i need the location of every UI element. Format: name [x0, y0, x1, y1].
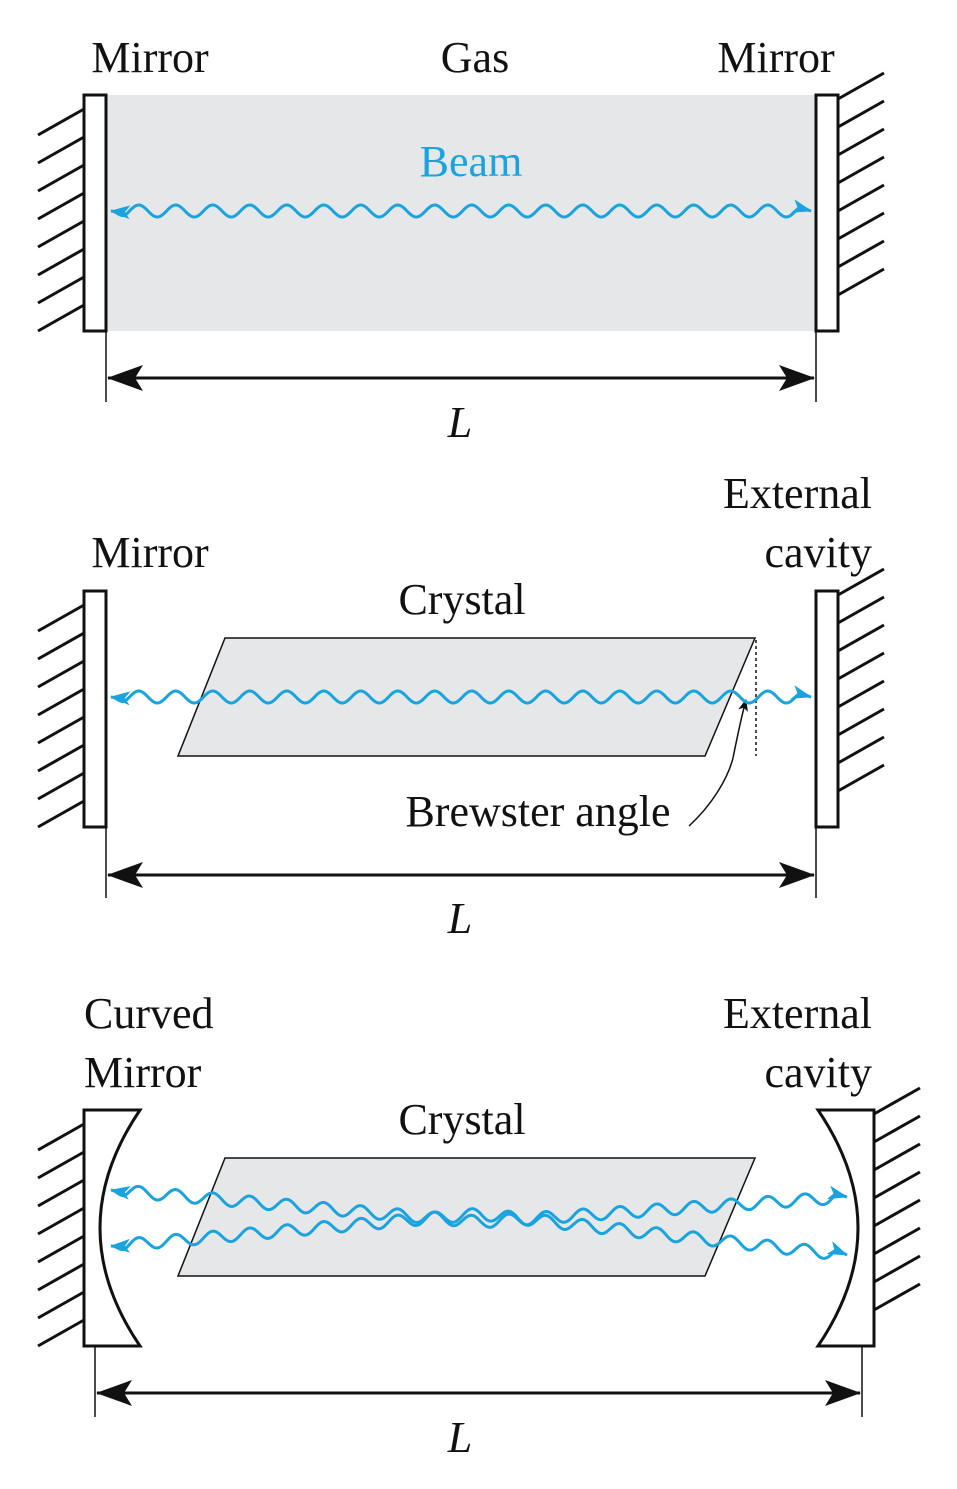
hatch-line	[37, 743, 85, 773]
left-mirror	[37, 589, 108, 829]
left-curved-mirror	[37, 1108, 143, 1348]
panel-crystal-brewster: Mirror Crystal External cavity Brewster …	[37, 469, 885, 943]
panel-gas-laser: Mirror Gas Mirror Beam L	[37, 33, 885, 447]
right-mirror-hatch	[837, 567, 885, 793]
beam-wave-lower	[110, 1207, 848, 1260]
hatch-line	[37, 659, 85, 689]
hatch-line	[873, 1282, 921, 1312]
gas-label: Gas	[441, 33, 509, 82]
hatch-line	[873, 1198, 921, 1228]
hatch-line	[837, 183, 885, 213]
length-dimension	[94, 1347, 863, 1417]
hatch-line	[37, 163, 85, 193]
hatch-line	[837, 99, 885, 129]
hatch-line	[37, 1234, 85, 1264]
hatch-line	[837, 679, 885, 709]
hatch-line	[873, 1086, 921, 1116]
curved-mirror-label-line2: Mirror	[84, 1048, 202, 1097]
length-label: L	[447, 894, 472, 943]
hatch-line	[837, 735, 885, 765]
curved-mirror-label-line1: Curved	[84, 989, 214, 1038]
brewster-pointer	[688, 699, 748, 827]
hatch-line	[37, 275, 85, 305]
length-label: L	[447, 1413, 472, 1462]
hatch-line	[837, 155, 885, 185]
hatch-line	[837, 651, 885, 681]
right-mirror	[814, 71, 885, 333]
hatch-line	[37, 715, 85, 745]
hatch-line	[37, 631, 85, 661]
hatch-line	[37, 799, 85, 829]
hatch-line	[37, 1178, 85, 1208]
length-dimension	[105, 332, 817, 402]
beam-wave	[110, 199, 812, 220]
hatch-line	[37, 135, 85, 165]
crystal	[176, 637, 757, 757]
hatch-line	[37, 771, 85, 801]
external-cavity-label-line2: cavity	[764, 528, 872, 577]
crystal-label: Crystal	[398, 575, 525, 624]
hatch-line	[37, 687, 85, 717]
hatch-line	[37, 1318, 85, 1348]
hatch-line	[37, 247, 85, 277]
external-cavity-label-line1: External	[723, 469, 872, 518]
hatch-line	[837, 239, 885, 269]
hatch-line	[37, 219, 85, 249]
hatch-line	[873, 1114, 921, 1144]
left-mirror-label: Mirror	[91, 33, 209, 82]
hatch-line	[37, 603, 85, 633]
right-mirror-hatch	[837, 71, 885, 297]
brewster-angle-label: Brewster angle	[405, 787, 670, 836]
right-mirror	[814, 567, 885, 829]
external-cavity-label-line2: cavity	[764, 1048, 872, 1097]
hatch-line	[37, 1206, 85, 1236]
left-mirror-hatch	[37, 603, 85, 829]
hatch-line	[37, 1150, 85, 1180]
hatch-line	[37, 191, 85, 221]
beam-wave	[110, 685, 812, 706]
hatch-line	[837, 567, 885, 597]
panel-curved-mirrors: Curved Mirror Crystal External cavity L	[37, 989, 921, 1462]
beam-wave-upper	[110, 1184, 848, 1229]
external-cavity-label-line1: External	[723, 989, 872, 1038]
hatch-line	[37, 303, 85, 333]
length-dimension	[105, 828, 817, 898]
hatch-line	[837, 595, 885, 625]
hatch-line	[873, 1170, 921, 1200]
hatch-line	[873, 1142, 921, 1172]
hatch-line	[37, 1290, 85, 1320]
hatch-line	[837, 763, 885, 793]
hatch-line	[873, 1254, 921, 1284]
left-mirror-hatch	[37, 107, 85, 333]
hatch-line	[837, 127, 885, 157]
hatch-line	[837, 623, 885, 653]
right-curved-mirror	[815, 1086, 921, 1348]
right-mirror-hatch	[873, 1086, 921, 1312]
hatch-line	[837, 211, 885, 241]
hatch-line	[37, 1262, 85, 1292]
length-label: L	[447, 398, 472, 447]
hatch-line	[37, 107, 85, 137]
right-mirror-label: Mirror	[717, 33, 835, 82]
crystal-label: Crystal	[398, 1095, 525, 1144]
hatch-line	[837, 267, 885, 297]
left-mirror	[37, 93, 108, 333]
hatch-line	[37, 1122, 85, 1152]
hatch-line	[837, 707, 885, 737]
left-mirror-hatch	[37, 1122, 85, 1348]
beam-label: Beam	[420, 137, 523, 186]
left-mirror-label: Mirror	[91, 528, 209, 577]
hatch-line	[837, 71, 885, 101]
hatch-line	[873, 1226, 921, 1256]
